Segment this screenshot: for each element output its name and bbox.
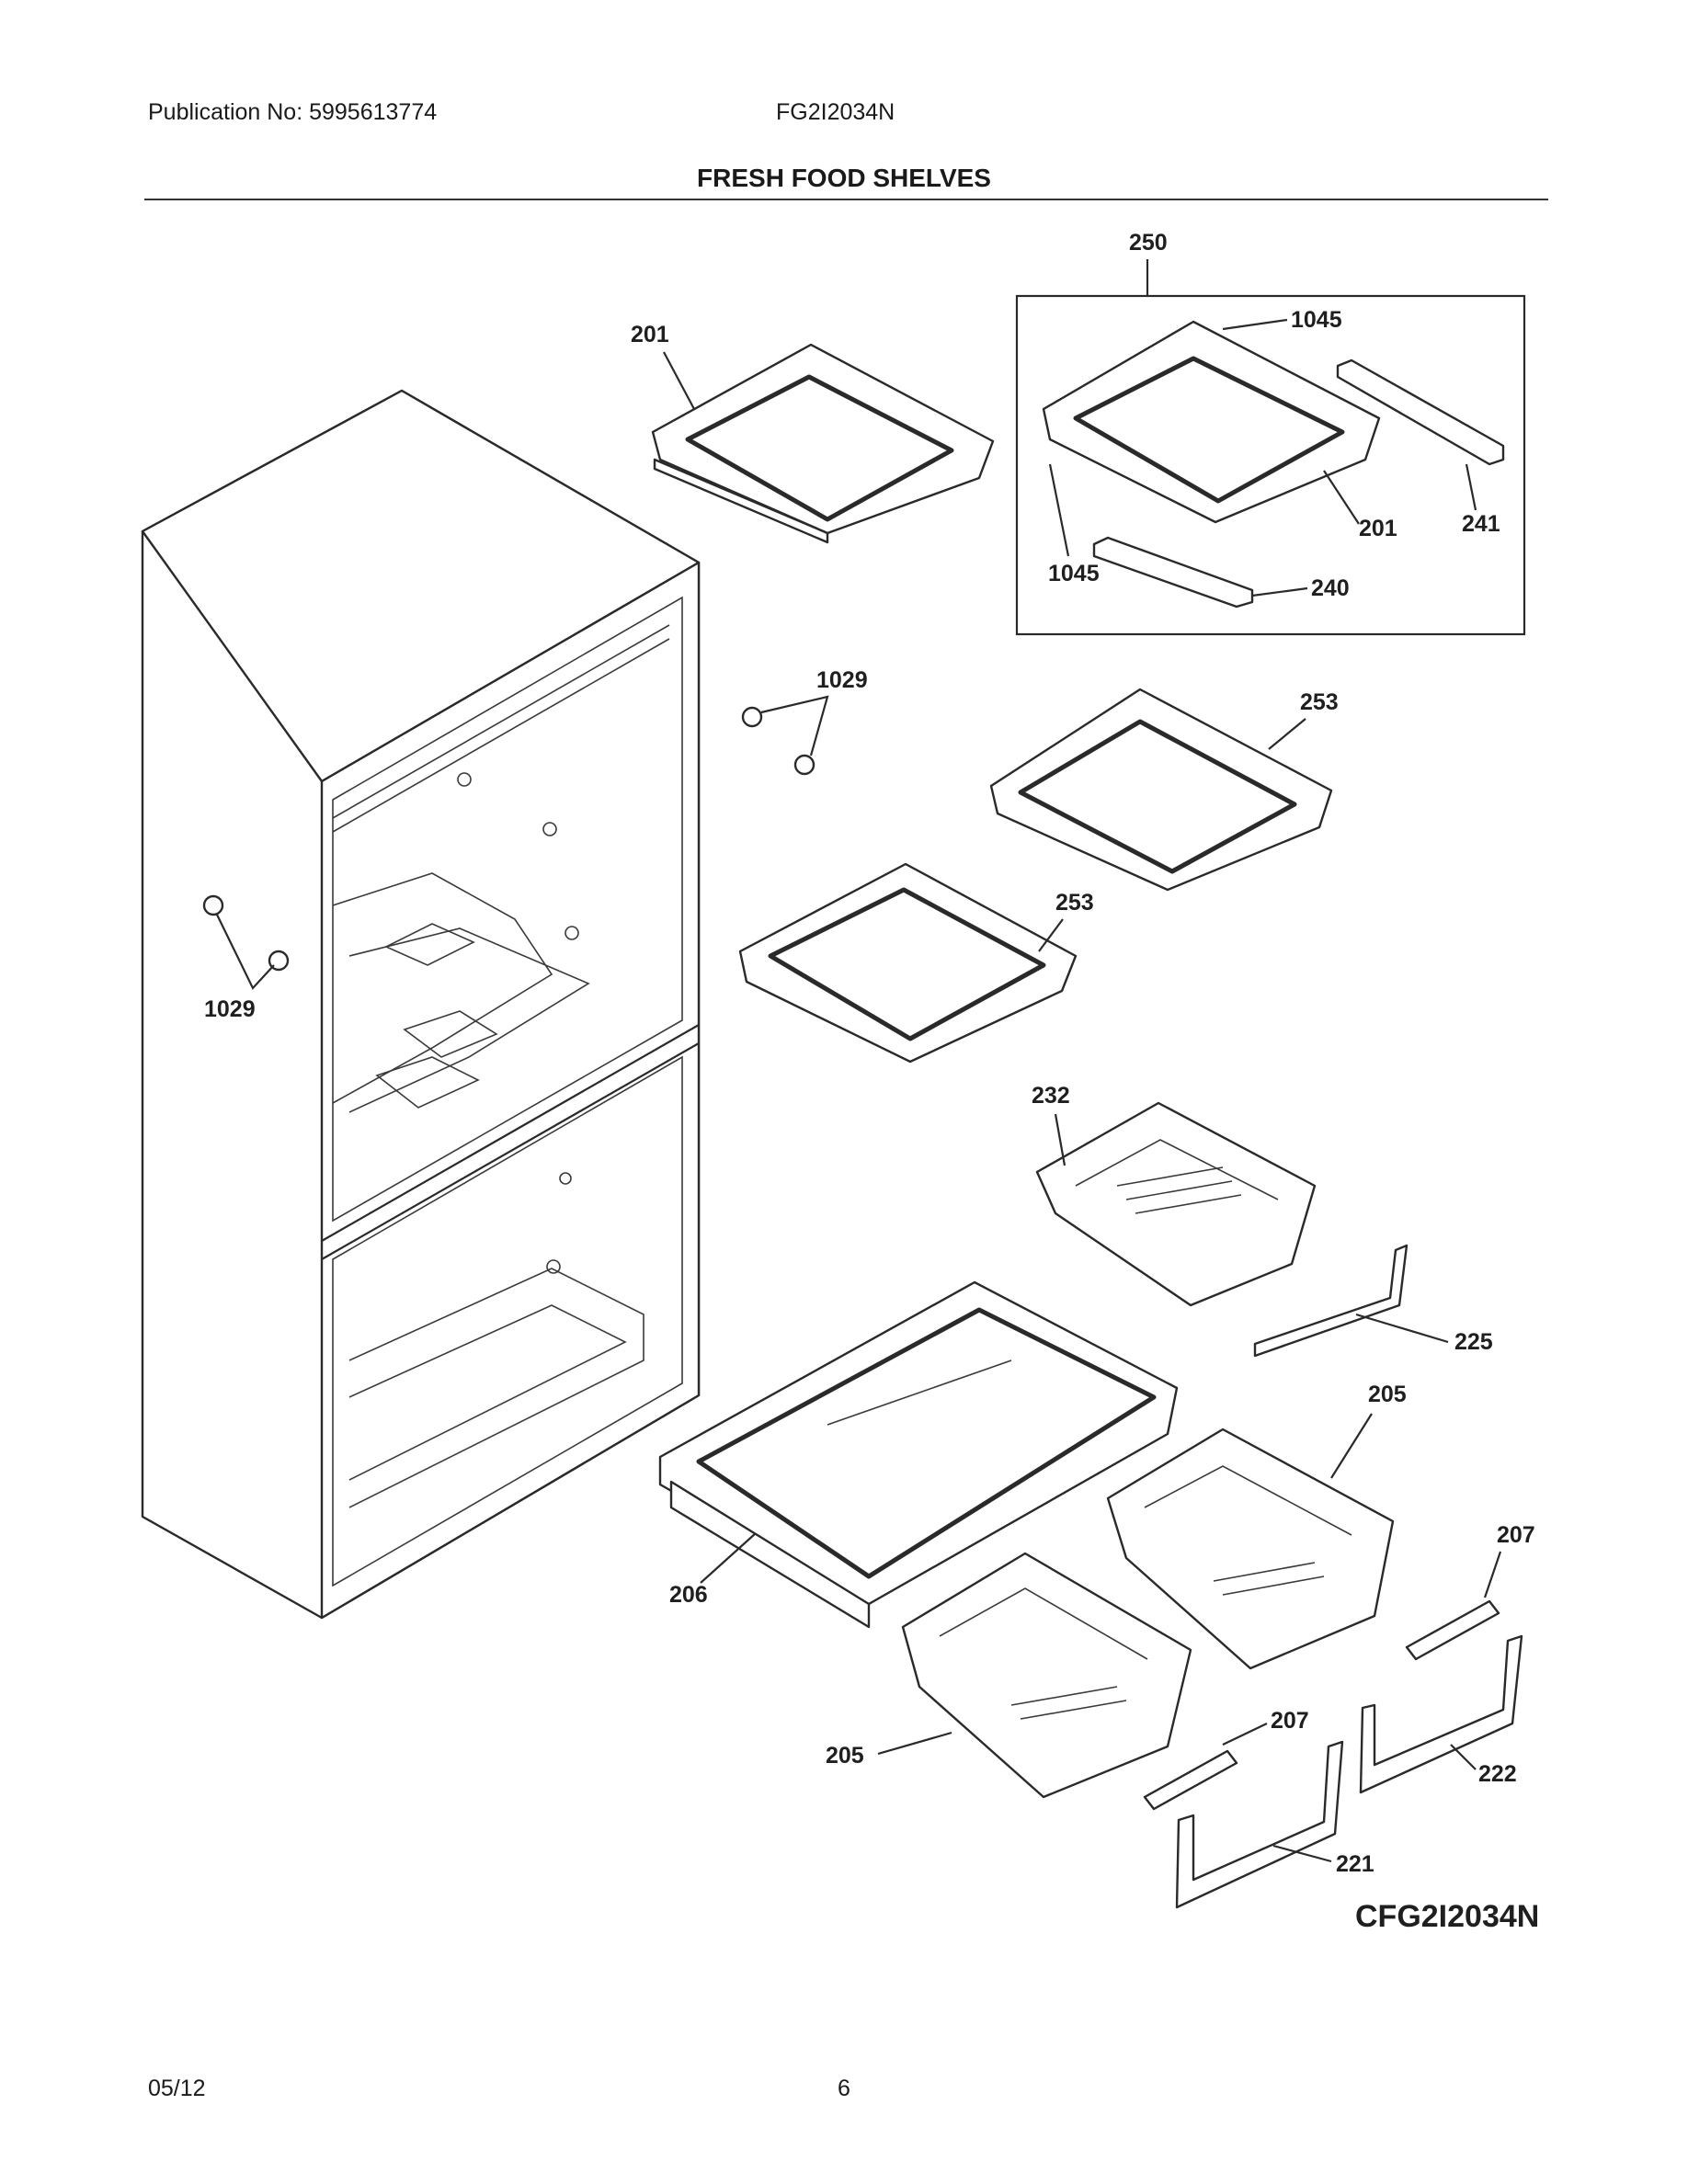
- header-divider: [144, 199, 1548, 200]
- callout-201-kit: 201: [1359, 516, 1397, 541]
- callout-1045-top: 1045: [1291, 307, 1342, 333]
- rail-241: [1336, 358, 1505, 466]
- callout-1045-bottom: 1045: [1048, 561, 1100, 586]
- callout-1029-left: 1029: [204, 996, 256, 1022]
- slide-207-right: [1405, 1599, 1500, 1661]
- shelf-support-pins-left: [202, 894, 290, 990]
- callout-240: 240: [1311, 575, 1350, 601]
- kit-250-box: [1015, 294, 1526, 636]
- crisper-cover-221: [1175, 1740, 1344, 1909]
- publication-number: Publication No: 5995613774: [148, 99, 438, 125]
- crisper-cover-225: [1253, 1244, 1409, 1358]
- rail-240: [1092, 536, 1254, 609]
- slide-207-left: [1143, 1749, 1238, 1811]
- callout-253-lower: 253: [1055, 890, 1094, 916]
- model-number: FG2I2034N: [776, 99, 895, 125]
- page-number: 6: [838, 2076, 850, 2101]
- callout-232: 232: [1032, 1083, 1070, 1109]
- callout-222: 222: [1478, 1761, 1517, 1787]
- page-title: FRESH FOOD SHELVES: [697, 164, 991, 192]
- callout-207-left: 207: [1271, 1708, 1309, 1734]
- shelf-253-lower: [738, 862, 1078, 1064]
- shelf-support-pins-middle: [741, 695, 829, 776]
- callout-250: 250: [1129, 230, 1168, 256]
- shelf-253-upper: [989, 688, 1333, 892]
- callout-1029-top: 1029: [816, 667, 868, 693]
- crisper-cover-222: [1359, 1634, 1523, 1794]
- callout-225: 225: [1454, 1329, 1493, 1355]
- callout-205-left: 205: [826, 1743, 864, 1769]
- callout-221: 221: [1336, 1851, 1374, 1877]
- shelf-201: [651, 343, 995, 544]
- crisper-232: [1035, 1101, 1317, 1307]
- callout-201-top: 201: [631, 322, 669, 347]
- crisper-205-left: [901, 1552, 1192, 1799]
- callout-206: 206: [669, 1582, 708, 1608]
- refrigerator-cabinet: [141, 389, 701, 1620]
- callout-205-right: 205: [1368, 1382, 1407, 1407]
- callout-241: 241: [1462, 511, 1500, 537]
- callout-253-upper: 253: [1300, 689, 1339, 715]
- diagram-code: CFG2I2034N: [1355, 1899, 1539, 1934]
- kit-shelf-201: [1042, 320, 1381, 524]
- crisper-cover-shelf-206: [658, 1280, 1179, 1629]
- callout-207-right: 207: [1497, 1522, 1535, 1548]
- publication-date: 05/12: [148, 2076, 206, 2101]
- crisper-205-right: [1106, 1428, 1395, 1670]
